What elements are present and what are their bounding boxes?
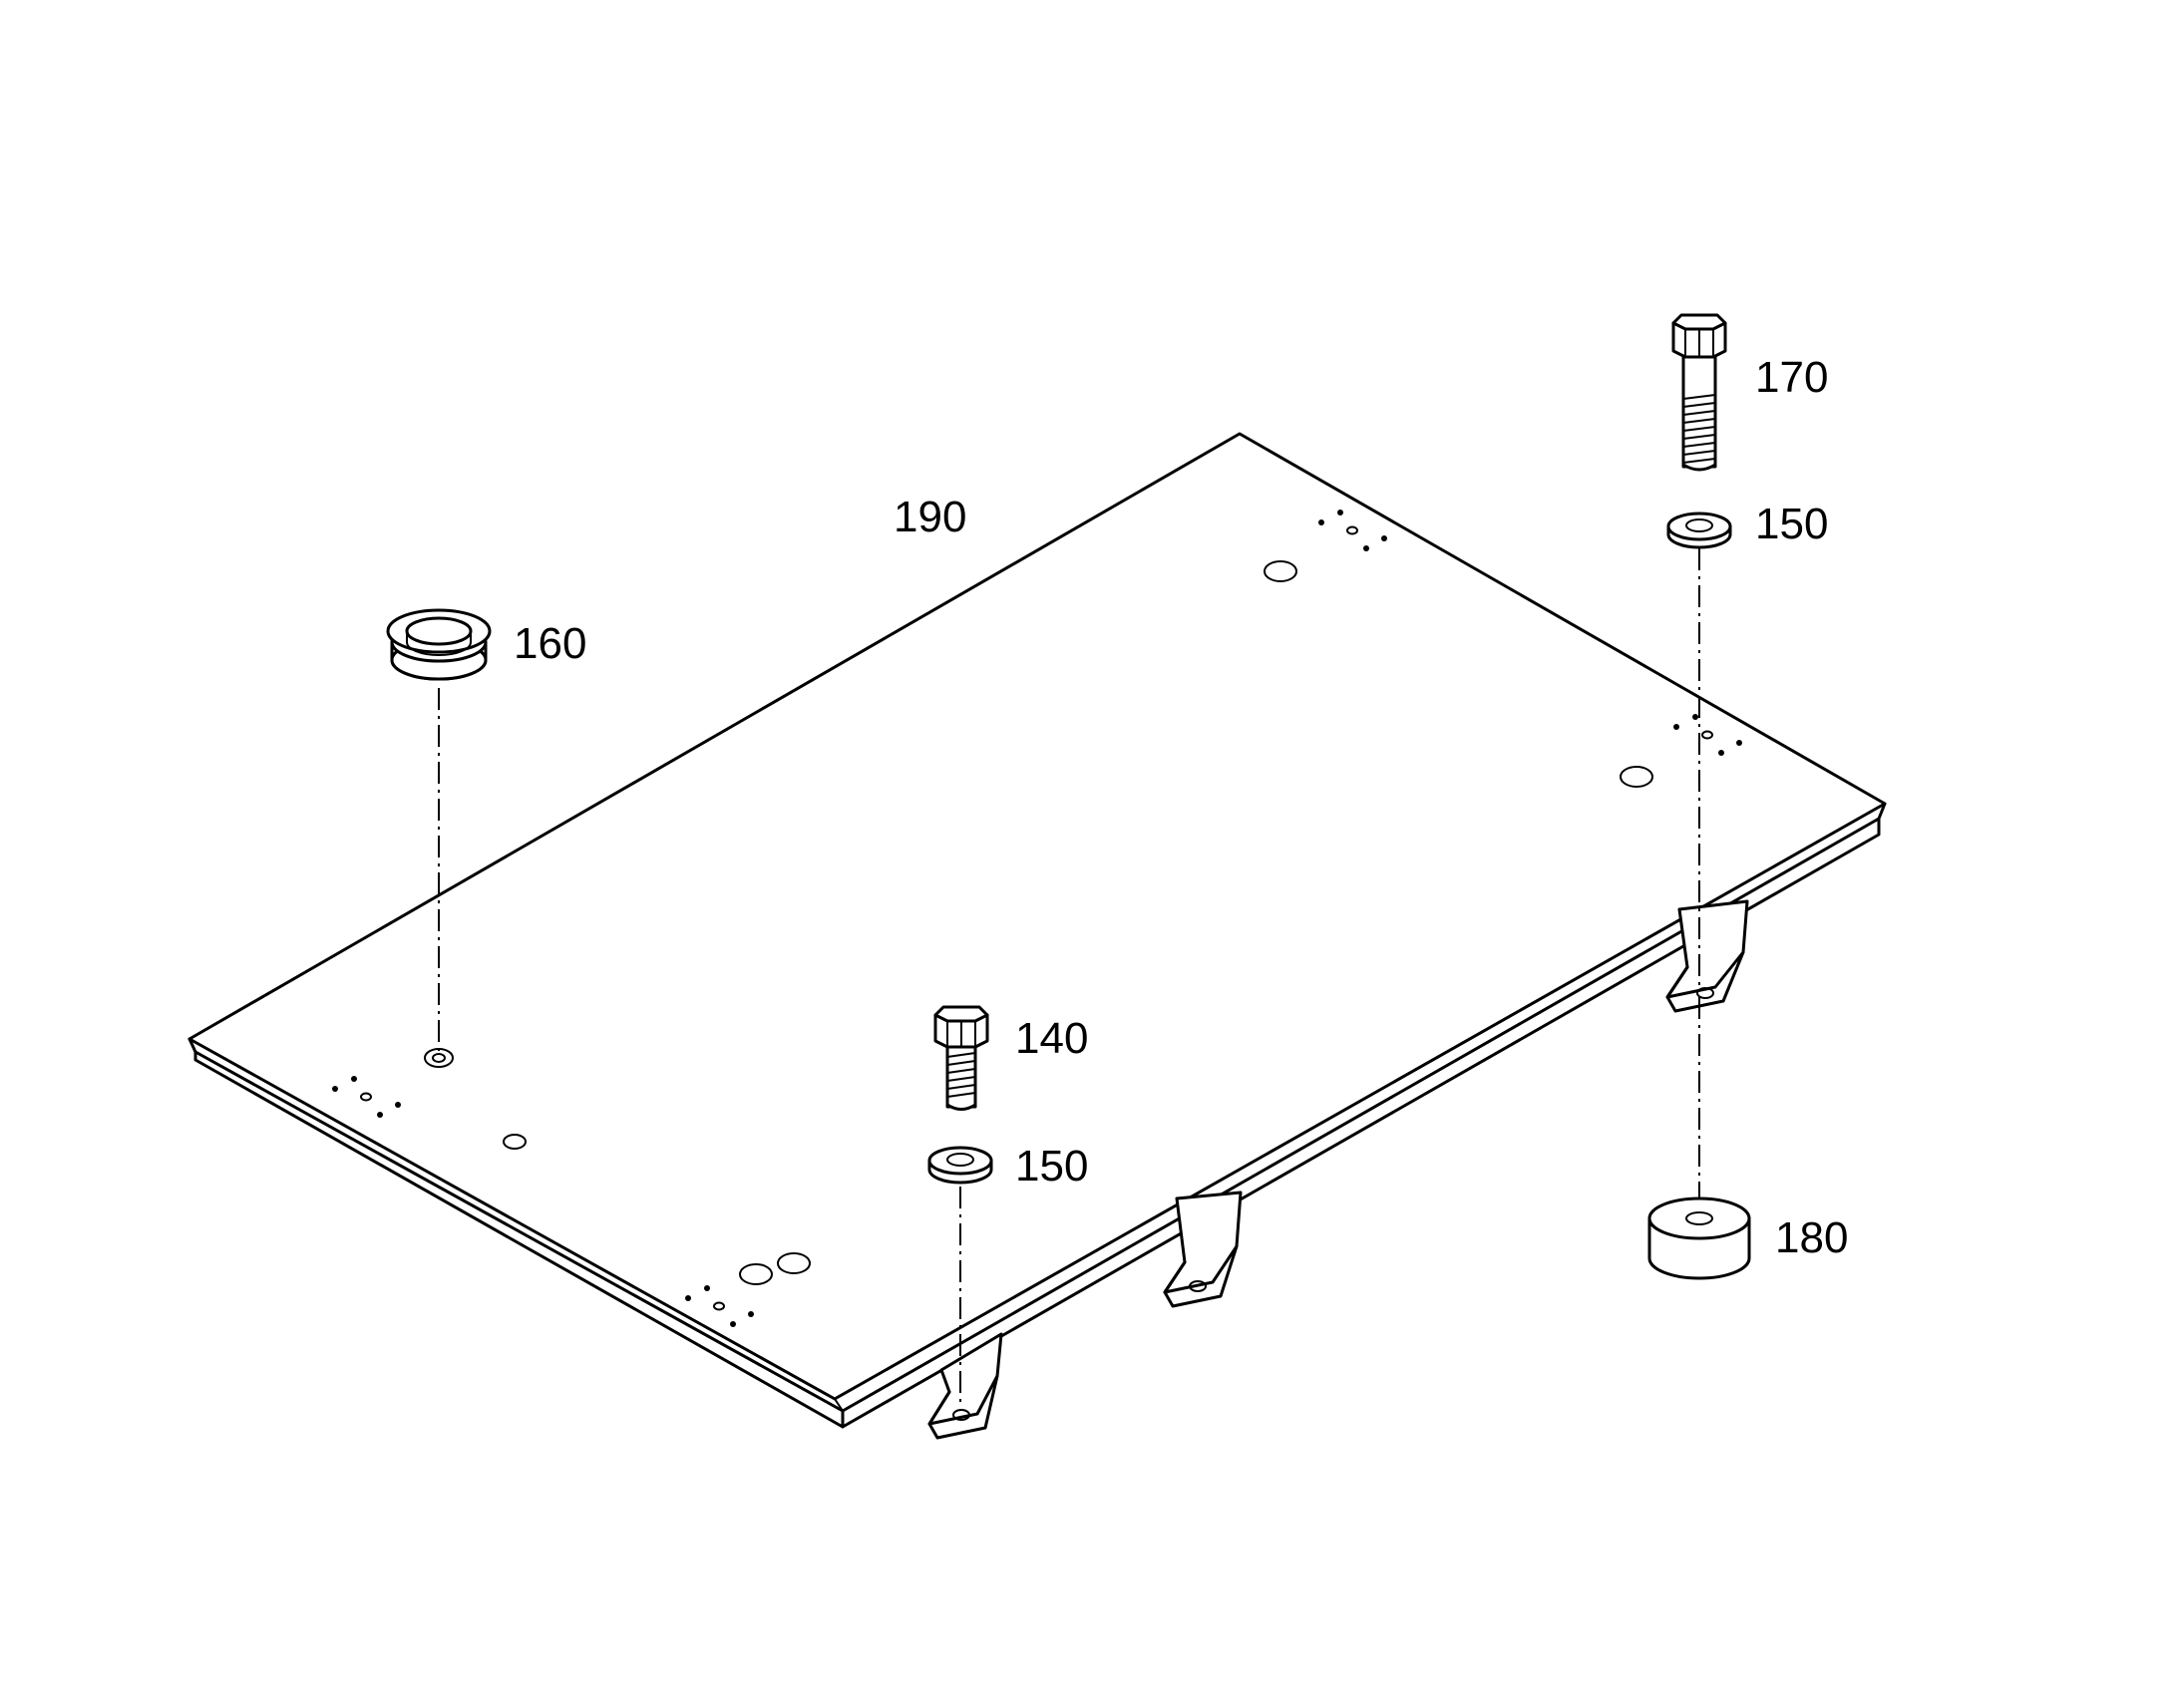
long-bolt bbox=[1671, 313, 1727, 472]
mounting-bracket bbox=[927, 1332, 1003, 1440]
hole-pattern bbox=[685, 1285, 754, 1327]
label-washer-lower: 150 bbox=[1015, 1142, 1088, 1191]
label-plate: 190 bbox=[894, 493, 966, 541]
plate-hole bbox=[739, 1263, 773, 1285]
short-bolt bbox=[933, 1005, 989, 1111]
label-grommet: 160 bbox=[514, 619, 586, 668]
label-rubber-foot: 180 bbox=[1775, 1213, 1848, 1262]
washer-upper bbox=[1666, 512, 1732, 549]
grommet bbox=[386, 608, 492, 681]
mounting-bracket bbox=[1665, 899, 1749, 1013]
plate-hole bbox=[1264, 560, 1297, 582]
base-plate bbox=[187, 432, 1887, 1429]
plate-hole bbox=[1620, 766, 1653, 788]
label-washer-upper: 150 bbox=[1755, 500, 1828, 548]
washer-lower bbox=[927, 1146, 993, 1185]
label-long-bolt: 170 bbox=[1755, 353, 1828, 402]
hole-pattern bbox=[332, 1076, 401, 1118]
plate-hole bbox=[503, 1134, 527, 1150]
hole-pattern bbox=[1673, 714, 1742, 756]
mounting-bracket bbox=[1163, 1191, 1243, 1308]
plate-hole bbox=[777, 1252, 811, 1274]
hole-pattern bbox=[1318, 510, 1387, 551]
rubber-foot bbox=[1647, 1196, 1751, 1280]
label-short-bolt: 140 bbox=[1015, 1014, 1088, 1063]
